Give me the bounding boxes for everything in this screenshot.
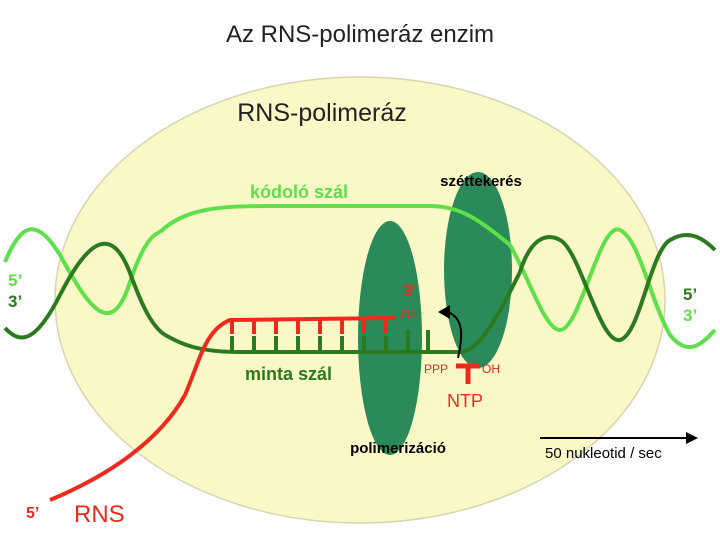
ppp-label: PPP xyxy=(424,362,448,376)
right-three-prime: 3’ xyxy=(683,306,697,325)
rna-three-prime: 3’ xyxy=(403,281,417,300)
right-template-strand xyxy=(518,233,717,342)
left-three-prime: 3’ xyxy=(8,292,22,311)
unwinding-label: széttekerés xyxy=(440,173,522,190)
addition-arrow xyxy=(447,311,463,359)
polymerization-subunit xyxy=(358,221,422,455)
coding-strand xyxy=(158,204,512,247)
left-coding-strand xyxy=(3,227,161,316)
addition-arrowhead xyxy=(438,305,450,319)
rna-five-prime: 5’ xyxy=(26,505,39,522)
unwinding-subunit xyxy=(444,172,512,368)
rna-base-stubs xyxy=(230,318,388,334)
coding-strand-label: kódoló szál xyxy=(250,182,348,202)
ntp-symbol xyxy=(456,363,480,384)
template-strand-label: minta szál xyxy=(245,364,332,384)
enzyme-label: RNS-polimeráz xyxy=(237,99,406,127)
speed-arrowhead xyxy=(686,432,698,444)
left-five-prime: 5’ xyxy=(8,271,22,290)
diagram-title: Az RNS-polimeráz enzim xyxy=(226,21,494,48)
left-template-strand xyxy=(3,241,167,340)
ntp-oh-label: OH xyxy=(482,362,500,376)
rna-oh-label: OH xyxy=(401,307,419,321)
speed-label: 50 nukleotid / sec xyxy=(545,445,662,462)
ntp-label: NTP xyxy=(447,391,483,411)
rna-label: RNS xyxy=(74,501,125,528)
polymerization-label: polimerizáció xyxy=(350,440,446,457)
template-base-stubs xyxy=(230,330,430,352)
rna-strand xyxy=(49,316,396,502)
right-coding-strand xyxy=(508,227,717,350)
right-five-prime: 5’ xyxy=(683,285,697,304)
